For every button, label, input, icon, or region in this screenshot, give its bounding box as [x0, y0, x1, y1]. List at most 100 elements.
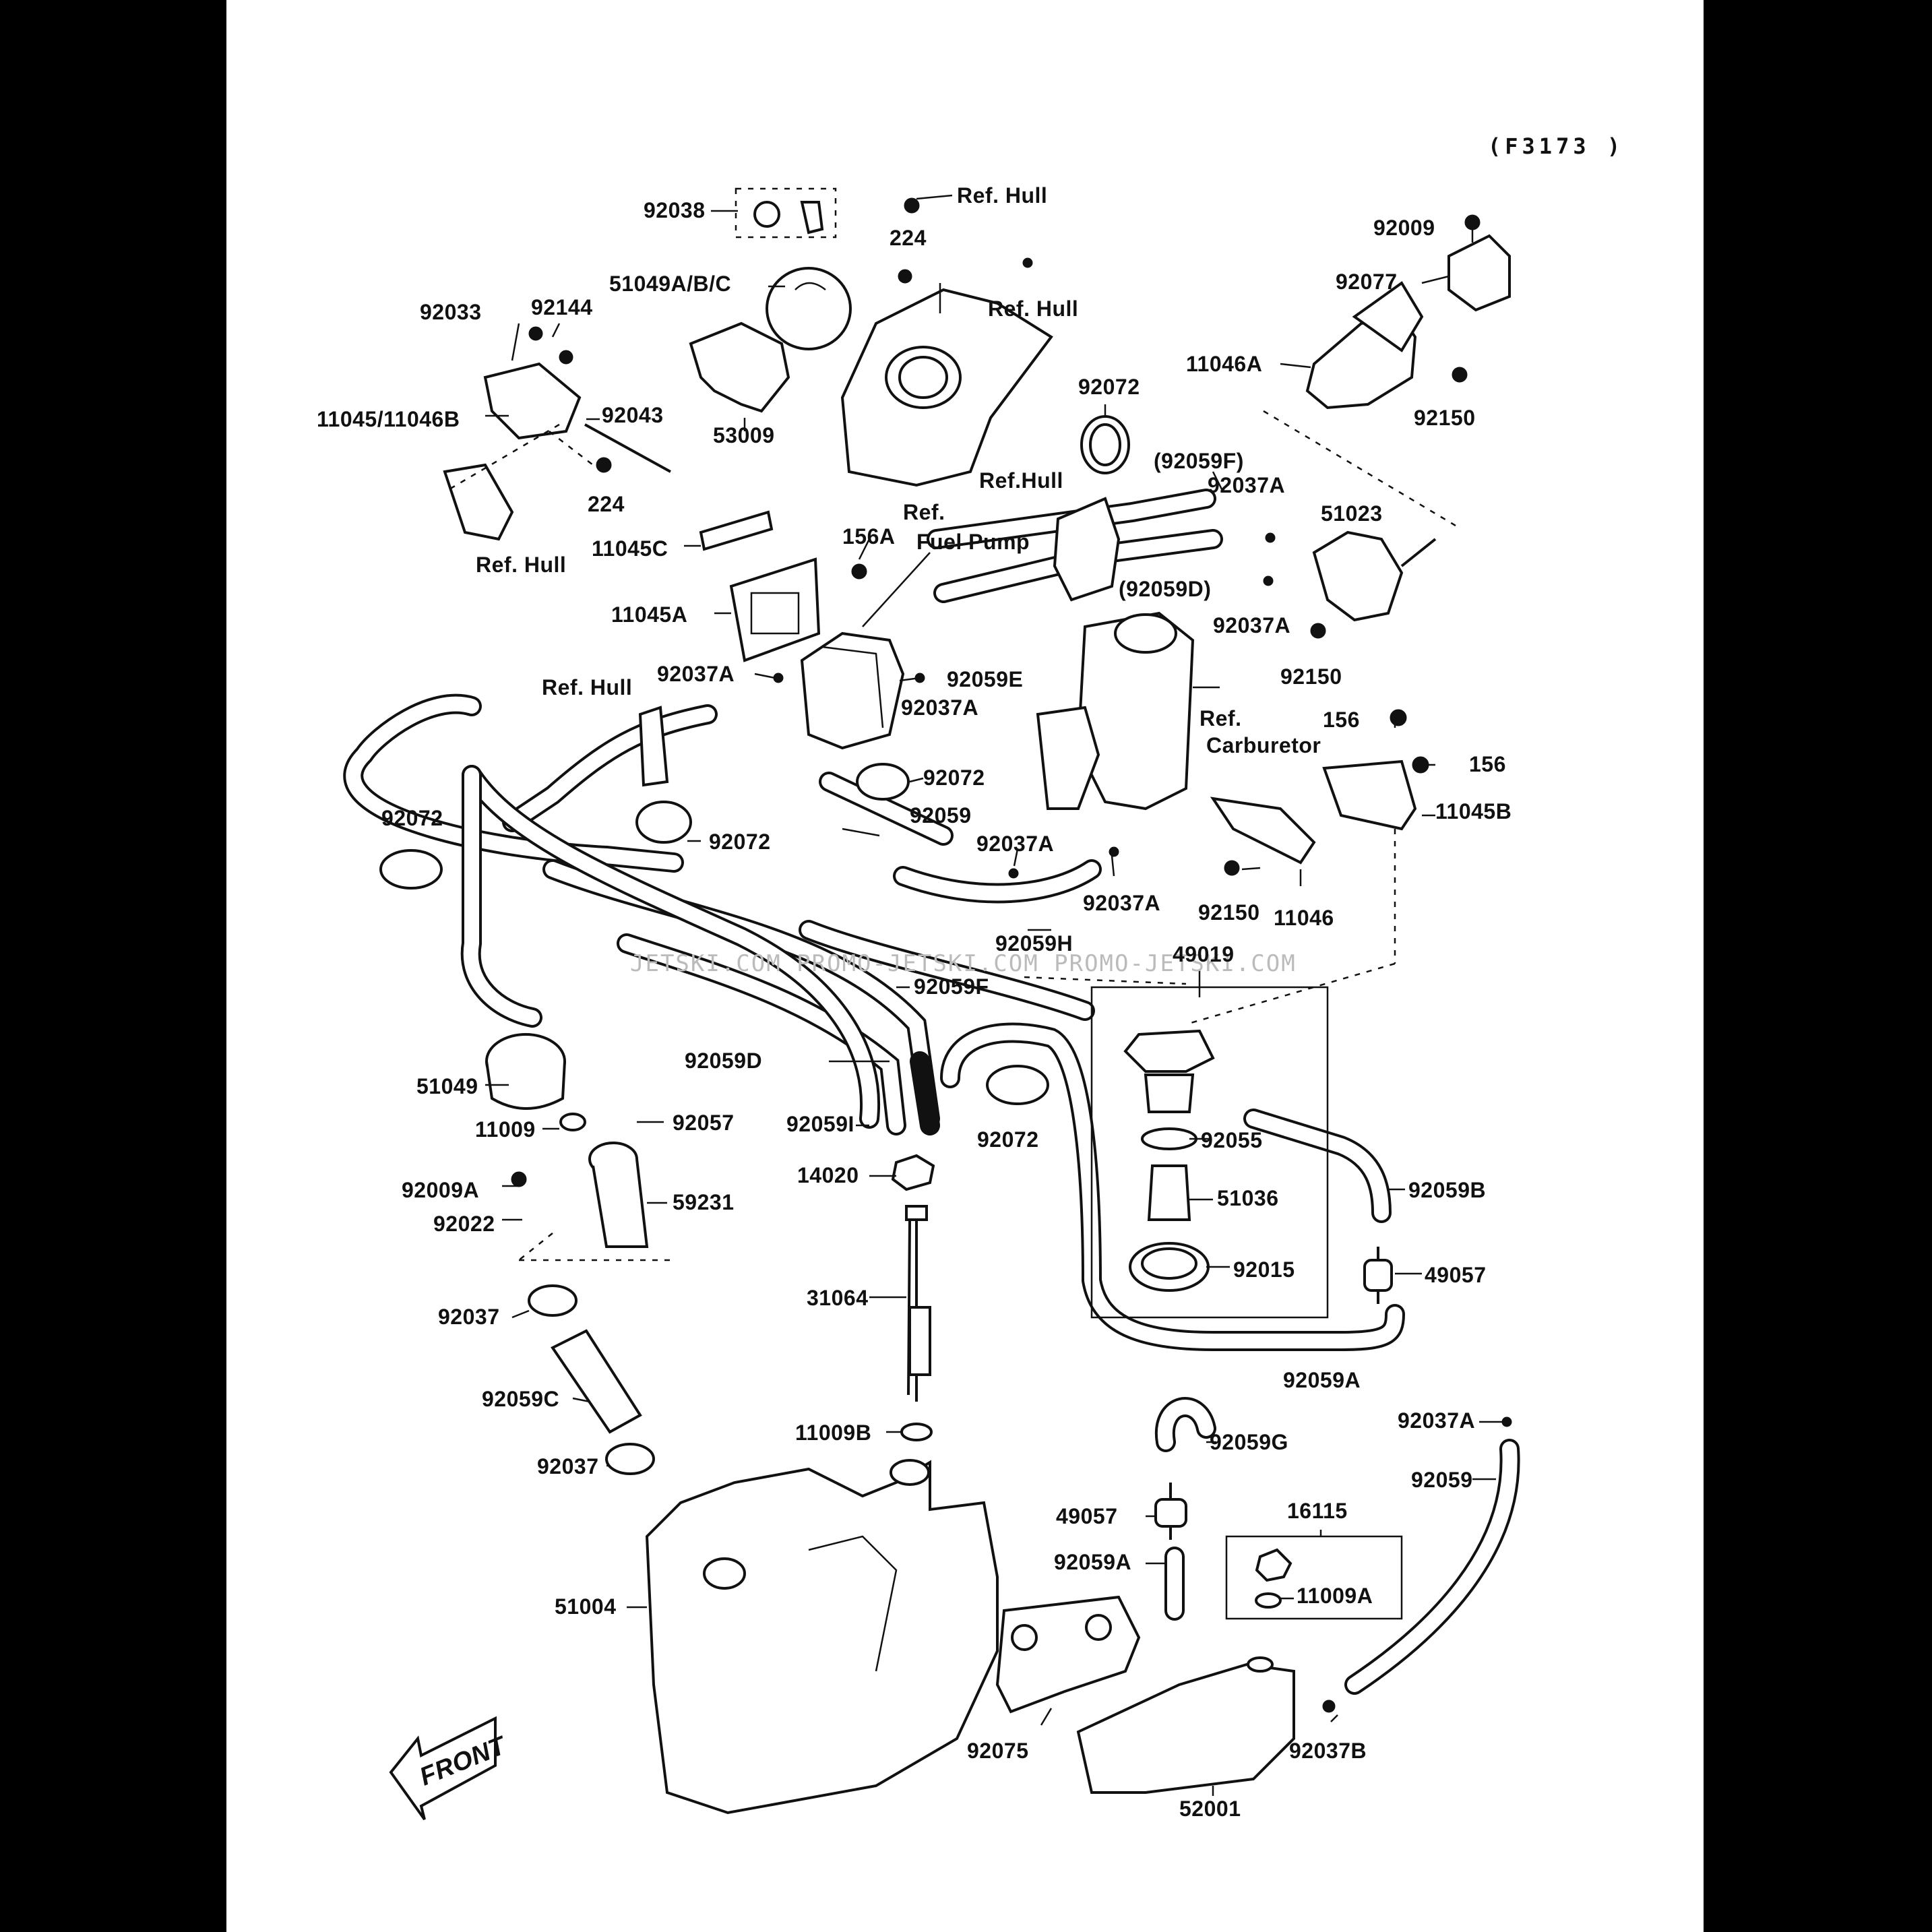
- part-label-refhull-2: Ref. Hull: [988, 297, 1079, 321]
- filler-neck-59231: [588, 1142, 649, 1248]
- part-label-11009b: 11009B: [795, 1421, 872, 1445]
- part-label-92037b: 92037B: [1289, 1739, 1367, 1763]
- part-label-224b: 224: [588, 492, 625, 516]
- hose-92059c: [551, 1329, 642, 1434]
- part-label-92059c: 92059C: [482, 1387, 560, 1411]
- part-label-ref-fuelpump-1: Ref.: [903, 500, 945, 524]
- fuel-pump: [800, 631, 905, 750]
- part-label-92072e: 92072: [977, 1127, 1039, 1152]
- part-label-92037a-4: 92037A: [901, 695, 979, 720]
- part-label-refhull-5: Ref. Hull: [542, 675, 633, 699]
- carburetor: [1036, 611, 1195, 811]
- part-label-92059f: 92059F: [914, 974, 989, 999]
- part-label-92022: 92022: [433, 1212, 495, 1236]
- part-label-92059d: 92059D: [685, 1049, 763, 1073]
- part-label-31064: 31064: [807, 1286, 869, 1310]
- fuel-tank-51004: [645, 1459, 999, 1815]
- part-label-ref-carb-2: Carburetor: [1206, 733, 1321, 757]
- part-label-224a: 224: [890, 226, 927, 250]
- hose-clamps: [379, 763, 1049, 1475]
- part-label-92059f-paren: (92059F): [1154, 449, 1244, 473]
- part-label-92043: 92043: [602, 403, 664, 427]
- fuel-filter-51023: [1312, 530, 1437, 622]
- part-label-49057a: 49057: [1425, 1263, 1487, 1287]
- drawing-code: (F3173 ): [1488, 133, 1625, 159]
- part-label-92059d-paren: (92059D): [1119, 577, 1212, 601]
- part-label-156: 156: [1323, 708, 1360, 732]
- cover-cap: [766, 267, 852, 350]
- clamp-92072-top: [1080, 415, 1130, 474]
- part-label-11009: 11009: [475, 1117, 536, 1142]
- part-label-11045b: 11045B: [1435, 799, 1512, 823]
- part-label-92150a: 92150: [1414, 406, 1476, 430]
- leader-lines: [444, 194, 1507, 1796]
- part-label-92150b: 92150: [1280, 664, 1342, 689]
- part-label-92009: 92009: [1373, 216, 1435, 240]
- part-label-11009a: 11009A: [1297, 1584, 1373, 1608]
- part-label-11046: 11046: [1274, 906, 1334, 930]
- part-label-92037a-1: 92037A: [1208, 473, 1286, 497]
- part-label-49019: 49019: [1173, 942, 1235, 966]
- part-label-92072a: 92072: [1078, 375, 1140, 399]
- check-valve-49057-b: [1154, 1483, 1187, 1540]
- part-label-92150c: 92150: [1198, 900, 1260, 925]
- part-label-92059a-1: 92059A: [1283, 1368, 1361, 1392]
- part-label-92037a-5: 92037A: [976, 832, 1055, 856]
- fuel-gauge-31064: [891, 1154, 935, 1441]
- part-label-52001: 52001: [1179, 1797, 1241, 1821]
- part-label-156b: 156: [1469, 752, 1506, 776]
- part-label-92033: 92033: [420, 300, 482, 324]
- part-label-92075: 92075: [967, 1739, 1029, 1763]
- check-valve-49057-a: [1363, 1247, 1393, 1304]
- part-label-14020: 14020: [797, 1163, 859, 1187]
- part-label-51004: 51004: [555, 1594, 617, 1619]
- bracket-53009: [689, 321, 790, 413]
- part-label-11045c: 11045C: [592, 536, 668, 561]
- front-arrow: [389, 1716, 497, 1821]
- part-label-ref-carb-1: Ref.: [1199, 706, 1242, 730]
- part-label-92037b-x: 92037: [537, 1454, 599, 1478]
- part-label-92059a-2: 92059A: [1054, 1550, 1132, 1574]
- part-label-ref-fuelpump-2: Fuel Pump: [916, 530, 1030, 554]
- part-label-51049abc: 51049A/B/C: [609, 272, 732, 296]
- engine-cover: [840, 288, 1053, 487]
- part-label-refhull-3: Ref.Hull: [979, 468, 1063, 493]
- part-label-92077: 92077: [1336, 270, 1398, 294]
- part-label-92055: 92055: [1201, 1128, 1263, 1152]
- part-label-92059b: 92059B: [1408, 1178, 1487, 1202]
- part-label-92144: 92144: [531, 295, 593, 319]
- cap-kit-16115: [1225, 1535, 1403, 1620]
- bracket-11045: [443, 362, 671, 541]
- part-label-92059e: 92059E: [947, 667, 1024, 691]
- part-label-156a: 156A: [842, 524, 896, 549]
- intake-adapter: [1305, 234, 1511, 410]
- part-label-92057: 92057: [673, 1111, 735, 1135]
- part-label-92059i: 92059I: [786, 1112, 854, 1136]
- bracket-11045b: [1210, 759, 1417, 865]
- part-label-92037a-3: 92037A: [657, 662, 735, 686]
- cap-92038: [735, 187, 837, 239]
- part-label-92038: 92038: [644, 198, 706, 222]
- part-label-92037a-6: 92037A: [1083, 891, 1161, 915]
- part-label-59231: 59231: [673, 1190, 735, 1214]
- fuel-valve-49019: [1090, 986, 1329, 1319]
- part-label-92037a: 92037: [438, 1305, 500, 1329]
- part-label-92059g: 92059G: [1210, 1430, 1288, 1454]
- hose-block: [1053, 497, 1121, 602]
- part-label-51023: 51023: [1321, 501, 1383, 526]
- plate-11045a: [699, 510, 821, 662]
- part-label-92037a-2: 92037A: [1213, 613, 1291, 637]
- part-label-11045-11046b: 11045/11046B: [317, 407, 460, 431]
- part-label-51049: 51049: [416, 1074, 478, 1098]
- part-label-92015: 92015: [1233, 1257, 1295, 1282]
- part-label-92059h: 92059H: [995, 931, 1073, 956]
- part-label-92072d: 92072: [709, 830, 771, 854]
- hull-strap: [638, 706, 669, 787]
- part-label-92037a-7: 92037A: [1398, 1408, 1476, 1433]
- part-label-11046a: 11046A: [1186, 352, 1263, 376]
- part-label-92009a: 92009A: [402, 1178, 480, 1202]
- part-label-11045a: 11045A: [611, 602, 688, 627]
- part-label-53009: 53009: [713, 423, 775, 447]
